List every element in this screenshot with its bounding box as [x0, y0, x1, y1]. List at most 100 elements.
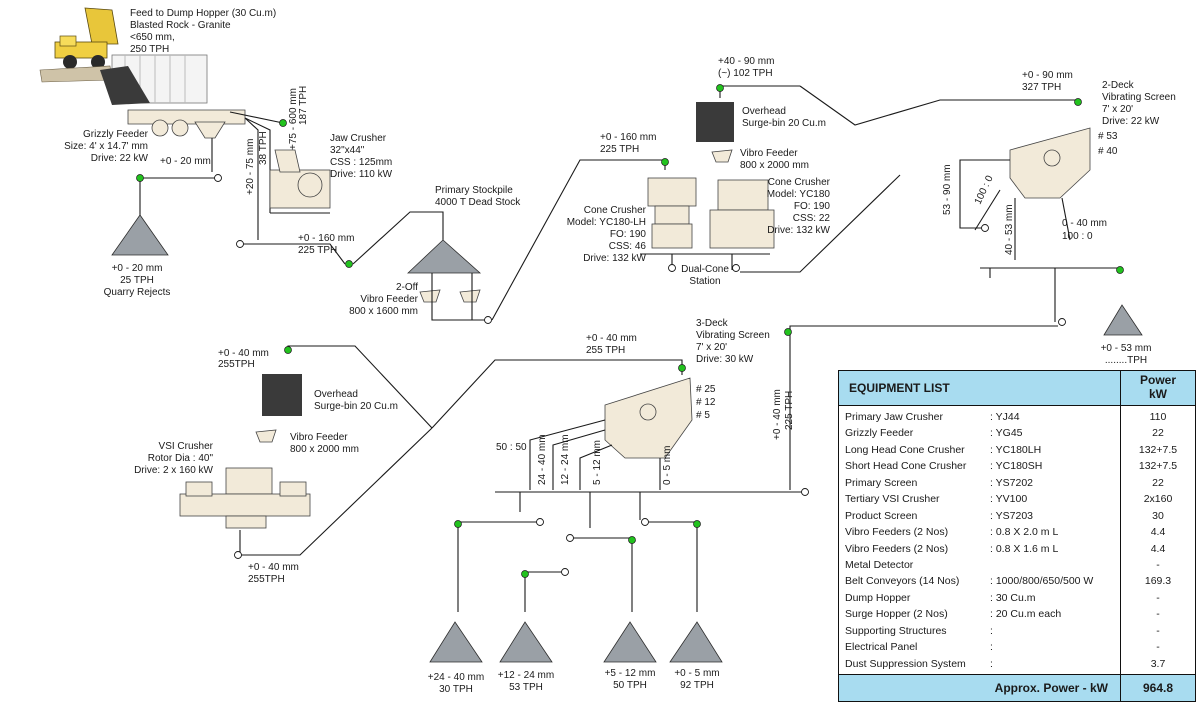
equipment-name: Belt Conveyors (14 Nos) — [845, 575, 960, 588]
equipment-row: Tertiary VSI Crusher: YV100 — [839, 491, 1120, 507]
equipment-model — [990, 557, 1120, 573]
equipment-power-value: 110 — [1149, 411, 1167, 423]
screen2-line1: 2-Deck — [1102, 80, 1135, 91]
equipment-model: : — [990, 641, 993, 654]
vibro2-line1: 2-Off — [396, 282, 418, 293]
vibro3-line1: Vibro Feeder — [290, 432, 348, 443]
equipment-power-value: - — [1156, 641, 1160, 654]
product53-line2: ........TPH — [1105, 355, 1147, 366]
feed-line2: Blasted Rock - Granite — [130, 20, 231, 31]
return40-line2: 225 TPH — [784, 391, 795, 430]
equipment-model: : 20 Cu.m each — [990, 608, 1062, 621]
vibro2-line2: Vibro Feeder — [360, 294, 418, 305]
product-pile-5-12-icon — [603, 621, 657, 663]
equipment-model: : 1000/800/650/500 W — [990, 575, 1094, 588]
equipment-name: Primary Jaw Crusher — [845, 411, 944, 423]
s3-f3-label: 5 - 12 mm — [592, 440, 603, 485]
equipment-row: Short Head Cone Crusher: YC180SH — [839, 458, 1120, 474]
surge-bin-1-icon — [696, 102, 734, 142]
equipment-name: Short Head Cone Crusher — [845, 460, 967, 473]
stockpile-icon — [406, 239, 482, 274]
equipment-model: : YC180LH — [990, 443, 1042, 456]
equipment-name: Surge Hopper (2 Nos) — [845, 608, 948, 621]
screen2-deck2: # 40 — [1098, 146, 1118, 157]
equipment-power-value: 169.3 — [1144, 575, 1172, 588]
vibrating-screen-2deck-icon — [1009, 127, 1091, 199]
grizzly-mid-label: +20 - 75 mm — [245, 139, 256, 195]
grizzly-feeder — [127, 109, 246, 139]
rejects-line1: +0 - 20 mm — [112, 263, 163, 274]
screen3-deck2: # 12 — [696, 397, 716, 408]
equipment-name: Grizzly Feeder — [845, 427, 914, 440]
return40-line1: +0 - 40 mm — [772, 389, 783, 440]
stockpile-line1: Primary Stockpile — [435, 185, 513, 196]
product-2-line1: +12 - 24 mm — [498, 670, 554, 681]
product-2-line2: 53 TPH — [509, 682, 543, 693]
screen2-line3: 7' x 20' — [1102, 104, 1133, 115]
cone2-line4: CSS: 22 — [793, 213, 831, 224]
equipment-name: Vibro Feeders (2 Nos) — [845, 526, 949, 539]
vsi-out-line1: +0 - 40 mm — [248, 562, 299, 573]
product-4-line1: +0 - 5 mm — [674, 668, 719, 679]
dual-cone-line2: Station — [689, 276, 720, 287]
rejects-line2: 25 TPH — [120, 275, 154, 286]
cone2-line1: Cone Crusher — [768, 177, 831, 188]
equipment-name: Dump Hopper — [845, 591, 911, 604]
total-power-label: Approx. Power - kW — [839, 675, 1121, 701]
product-1-line1: +24 - 40 mm — [428, 672, 484, 683]
jaw-line3: CSS : 125mm — [330, 157, 392, 168]
equipment-model: : 0.8 X 2.0 m L — [990, 526, 1059, 539]
equipment-power-value: 30 — [1152, 509, 1164, 522]
vibro-feeder-1-icon — [711, 149, 733, 163]
s2-left-label: 53 - 90 mm — [942, 164, 953, 215]
dual-cone-line1: Dual-Cone — [681, 264, 729, 275]
vsi-surge-top-line2: 255TPH — [218, 359, 255, 370]
feed-line3: <650 mm, — [130, 32, 175, 43]
equipment-row: Surge Hopper (2 Nos) : 20 Cu.m each — [839, 606, 1120, 622]
equipment-model: : 30 Cu.m — [990, 591, 1036, 604]
screen3-feed-line1: +0 - 40 mm — [586, 333, 637, 344]
vsi-line2: Rotor Dia : 40" — [148, 453, 214, 464]
screen3-line2: Vibrating Screen — [696, 330, 770, 341]
cone-crusher-2-icon — [709, 179, 775, 249]
screen2-line4: Drive: 22 kW — [1102, 116, 1160, 127]
surge1-line2: Surge-bin 20 Cu.m — [742, 118, 826, 129]
power-header: Power kW — [1121, 371, 1195, 405]
equipment-power-value: 132+7.5 — [1138, 443, 1178, 456]
stockpile-line2: 4000 T Dead Stock — [435, 197, 521, 208]
screen2-line2: Vibrating Screen — [1102, 92, 1176, 103]
equipment-model: : YV100 — [990, 493, 1028, 506]
equipment-row: Vibro Feeders (2 Nos) : 0.8 X 1.6 m L — [839, 541, 1120, 557]
surge-top-line1: +40 - 90 mm — [718, 56, 774, 67]
equipment-power-value: - — [1156, 624, 1160, 637]
equipment-model: : 0.8 X 1.6 m L — [990, 542, 1059, 555]
vibrating-screen-3deck-icon — [604, 377, 693, 459]
equipment-model: : YG45 — [990, 427, 1023, 440]
equipment-model: : YS7202 — [990, 476, 1034, 489]
equipment-row: Metal Detector — [839, 557, 1120, 573]
equipment-name: Vibro Feeders (2 Nos) — [845, 542, 949, 555]
power-header-line1: Power — [1139, 373, 1176, 387]
s3-f2-label: 12 - 24 mm — [560, 434, 571, 485]
equipment-row: Dump Hopper : 30 Cu.m — [839, 590, 1120, 606]
s3-f4-label: 0 - 5 mm — [662, 446, 673, 485]
grizzly-fines-label: +0 - 20 mm — [160, 156, 211, 167]
grizzly-top-label: +75 - 600 mm — [288, 88, 299, 150]
equipment-list-title: EQUIPMENT LIST — [839, 371, 1121, 405]
jaw-crusher-icon — [269, 149, 331, 209]
grizzly-line2: Size: 4' x 14.7' mm — [64, 141, 148, 152]
equipment-power-value: 2x160 — [1143, 493, 1173, 506]
cone-feed-line1: +0 - 160 mm — [600, 132, 656, 143]
surge-bin-2-icon — [262, 374, 302, 416]
screen3-line4: Drive: 30 kW — [696, 354, 754, 365]
grizzly-mid-tph: 38 TPH — [258, 131, 269, 165]
screen2-feed-line2: 327 TPH — [1022, 82, 1061, 93]
product-3-line1: +5 - 12 mm — [605, 668, 656, 679]
jaw-out-line1: +0 - 160 mm — [298, 233, 354, 244]
dump-truck-icon — [39, 7, 119, 83]
screen3-deck1: # 25 — [696, 384, 716, 395]
equipment-name: Electrical Panel — [845, 641, 918, 654]
cone2-line3: FO: 190 — [794, 201, 831, 212]
jaw-line1: Jaw Crusher — [330, 133, 387, 144]
